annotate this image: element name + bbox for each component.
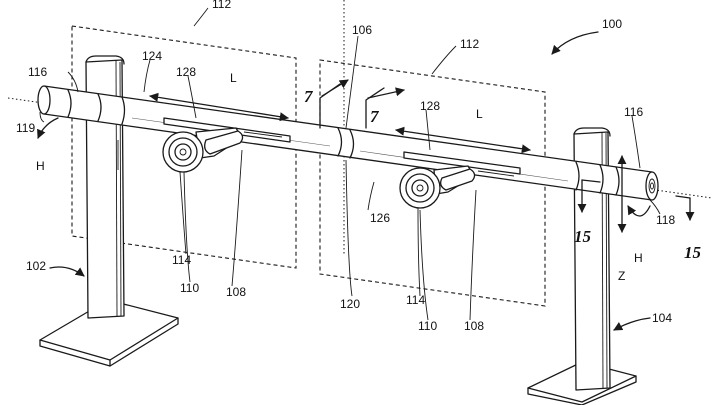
section-7-indicator: [319, 79, 405, 129]
label-section-15-right: 15: [684, 243, 702, 262]
label-114-right: 114: [406, 293, 425, 307]
label-H-left: H: [36, 159, 45, 173]
label-100: 100: [602, 17, 622, 31]
label-108-right: 108: [464, 319, 484, 333]
right-mount: [399, 151, 521, 209]
label-Z: Z: [618, 269, 625, 283]
label-126: 126: [370, 211, 390, 225]
leader-lines: [39, 7, 661, 321]
label-128-right: 128: [420, 99, 440, 113]
label-L-right: L: [476, 107, 483, 121]
label-116-left: 116: [28, 65, 47, 79]
label-120: 120: [340, 297, 360, 311]
label-section-15-left: 15: [574, 227, 592, 246]
label-108-left: 108: [226, 285, 246, 299]
assembly-pointer-arrow: [551, 31, 599, 55]
dashed-region-left: [71, 25, 297, 269]
length-arrow-right: [395, 126, 531, 154]
label-L-left: L: [230, 71, 237, 85]
label-116-right: 116: [624, 105, 643, 119]
right-stand: [527, 127, 637, 405]
label-112-top: 112: [212, 0, 231, 11]
support-rod: [37, 85, 659, 201]
left-mount: [162, 117, 291, 173]
label-102: 102: [26, 259, 46, 273]
label-112-right: 112: [460, 37, 479, 51]
label-section-7-right: 7: [370, 107, 380, 126]
reference-labels: 112 112 106 100 116 124 128 L 128 L 116 …: [16, 0, 702, 333]
label-124: 124: [142, 49, 162, 63]
left-stand-pointer: [49, 266, 85, 277]
label-106: 106: [352, 23, 372, 37]
label-110-left: 110: [180, 281, 199, 295]
right-stand-pointer: [613, 317, 651, 331]
label-section-7-left: 7: [304, 87, 314, 106]
label-114-left: 114: [172, 253, 191, 267]
length-arrow-left: [149, 92, 289, 122]
label-118: 118: [656, 213, 675, 227]
label-H-right: H: [634, 251, 643, 265]
label-128-left: 128: [176, 65, 196, 79]
rotation-arrow-right: [627, 205, 651, 217]
dashed-region-right: [319, 59, 546, 307]
label-119: 119: [16, 121, 35, 135]
section-15-indicator: [577, 179, 695, 221]
label-104: 104: [652, 311, 672, 325]
label-110-right: 110: [418, 319, 437, 333]
rotation-arrow-left: [37, 117, 59, 139]
